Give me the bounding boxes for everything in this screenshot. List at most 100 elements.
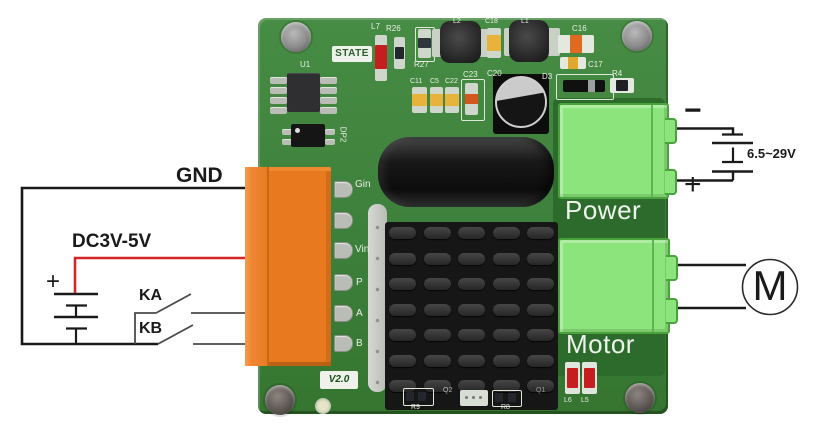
heatsink-fin [458, 329, 485, 341]
heatsink-fin [389, 227, 416, 239]
c5-body [430, 94, 443, 106]
terminal-pad-2 [334, 212, 353, 229]
c16-cap-body [570, 35, 582, 53]
heatsink-fin [492, 329, 520, 341]
gnd-label: GND [176, 164, 223, 187]
r9-outline [403, 388, 434, 406]
heatsink-fin [458, 252, 485, 265]
r9-label: R9 [411, 404, 420, 411]
power-port-label: Power [565, 195, 642, 225]
d3-label: D3 [542, 72, 553, 81]
c22-body [445, 94, 459, 106]
dp2-pin [282, 139, 292, 145]
dp2-pin [325, 139, 335, 145]
c20-electrolytic-cap [495, 76, 547, 128]
r8-label: R8 [501, 404, 510, 411]
c20-label: C20 [487, 69, 502, 78]
c17-cap-body [568, 57, 578, 69]
motor-connector-pin-bottom [666, 298, 678, 324]
u1-pin [320, 97, 337, 104]
c18-cap-body [487, 35, 501, 51]
motor-connector-seam [652, 240, 654, 332]
l7-label: L7 [371, 22, 380, 31]
l2-inductor [440, 21, 481, 63]
main-capacitor-cylinder [378, 137, 554, 207]
u1-ic-chip [287, 73, 320, 112]
pin-label-a: A [356, 308, 363, 319]
terminal-block-seam [267, 167, 269, 366]
heatsink-fin [458, 354, 485, 367]
gnd-wire [20, 186, 250, 346]
voltage-range-label: 6.5~29V [747, 146, 796, 161]
heatsink-fin [389, 329, 416, 341]
heatsink-fin [423, 303, 451, 316]
switch-ka-label: KA [139, 287, 163, 304]
u1-pin [270, 77, 287, 84]
heatsink-fin [389, 278, 416, 290]
u1-pin [270, 107, 287, 114]
motor-m-label: M [752, 262, 788, 309]
r9-chip [418, 392, 426, 401]
heatsink-fin [492, 380, 520, 392]
mounting-hole-top-right [622, 21, 652, 51]
heatsink-fin [423, 329, 451, 341]
battery-right-symbol [672, 127, 753, 182]
u1-pin [320, 107, 337, 114]
heatsink-fin [492, 278, 520, 290]
heatsink-mount-strip [368, 204, 387, 392]
terminal-pad-gin [334, 181, 353, 198]
mounting-hole-bottom-right [625, 383, 655, 413]
r27-resistor [418, 38, 431, 48]
mounting-hole-top-left [281, 22, 311, 52]
heatsink-fin [458, 380, 485, 392]
l6-label: L6 [564, 397, 572, 404]
connector-pin-dot [465, 396, 468, 399]
u1-pin [320, 87, 337, 94]
c17-label: C17 [588, 60, 603, 69]
supply-voltage-label: DC3V-5V [72, 231, 152, 252]
r27-label: R27 [414, 60, 429, 69]
c23-label: C23 [463, 70, 478, 79]
heatsink-fin [527, 380, 554, 392]
version-silkscreen-label: V2.0 [320, 371, 358, 389]
power-connector-seam [651, 105, 653, 197]
heatsink-fin [389, 380, 416, 392]
q1-label: Q1 [536, 387, 546, 394]
c18-label: C18 [485, 18, 498, 25]
battery-left-plus: + [46, 268, 61, 295]
connector-pin-dot [479, 396, 482, 399]
l1-inductor [509, 20, 549, 62]
r9-chip [406, 392, 414, 401]
heatsink-fin [389, 354, 416, 367]
pcb-board: U1 DP2 STATE L7 R26 R27 L2 C18 [245, 18, 678, 415]
d3-diode [563, 80, 605, 92]
terminal-pad-a [334, 305, 353, 322]
power-connector-pin-bottom [665, 169, 677, 195]
c5-label: C5 [430, 78, 439, 85]
heatsink-fin [527, 329, 554, 341]
r26-label: R26 [386, 24, 401, 33]
motor-port-label: Motor [566, 329, 635, 359]
power-connector [558, 103, 669, 199]
switch-kb-label: KB [139, 320, 163, 337]
terminal-pad-p [334, 274, 353, 291]
heatsink [385, 222, 558, 410]
heatsink-fin [389, 252, 416, 265]
dp2-pin [282, 129, 292, 135]
heatsink-fin [492, 227, 520, 239]
heatsink-fin [492, 303, 520, 316]
l5-label: L5 [581, 397, 589, 404]
r4-label: R4 [612, 69, 623, 78]
switch-ka [134, 293, 250, 344]
d3-cathode-band [588, 80, 595, 92]
heatsink-fin [527, 354, 554, 367]
heatsink-fin [492, 252, 520, 265]
l6-led [567, 368, 578, 388]
l7-state-led [375, 45, 387, 69]
heatsink-fin [458, 278, 485, 290]
supply-wire-red [73, 256, 250, 293]
heatsink-fin [423, 354, 451, 367]
u1-pin [320, 77, 337, 84]
